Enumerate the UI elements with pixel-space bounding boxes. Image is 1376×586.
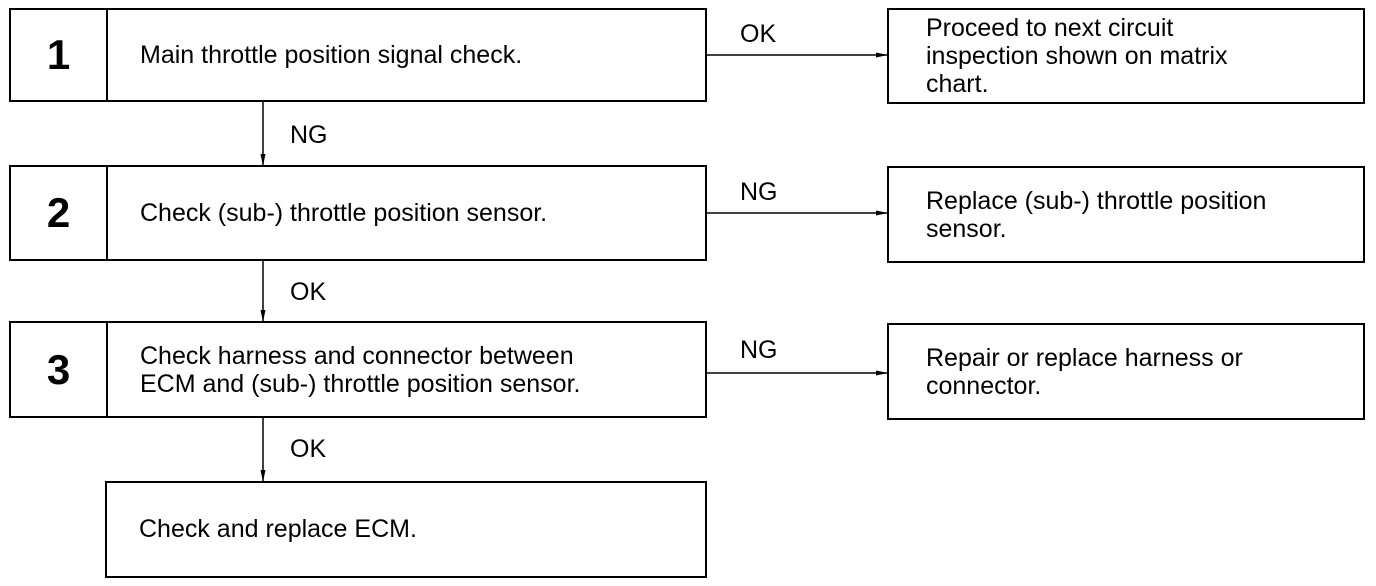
result-3-box: Repair or replace harness or connector. [887, 323, 1365, 420]
step-3-text-line: ECM and (sub-) throttle position sensor. [140, 369, 581, 398]
result-3-line: connector. [926, 371, 1042, 400]
branch-label-step1-ok: OK [740, 20, 777, 48]
final-action-box: Check and replace ECM. [105, 481, 707, 578]
step-1-number: 1 [11, 10, 108, 100]
result-1-box: Proceed to next circuit inspection shown… [887, 8, 1365, 104]
step-3-box: 3 Check harness and connector between EC… [9, 321, 707, 418]
result-1-line: inspection shown on matrix [926, 42, 1228, 70]
result-2-box: Replace (sub-) throttle position sensor. [887, 166, 1365, 263]
step-1-box: 1 Main throttle position signal check. [9, 8, 707, 102]
branch-label-step1-ng: NG [290, 121, 328, 149]
branch-label-step2-ok: OK [290, 278, 327, 306]
step-3-text: Check harness and connector between ECM … [108, 323, 705, 416]
branch-label-step2-ng: NG [740, 178, 778, 206]
result-2-line: Replace (sub-) throttle position [926, 186, 1267, 215]
final-action-text: Check and replace ECM. [139, 515, 417, 543]
result-1-line: chart. [926, 70, 989, 98]
result-1-line: Proceed to next circuit [926, 14, 1174, 42]
branch-label-step3-ng: NG [740, 336, 778, 364]
result-2-line: sensor. [926, 214, 1007, 243]
step-2-text: Check (sub-) throttle position sensor. [140, 199, 548, 227]
branch-label-step3-ok: OK [290, 435, 327, 463]
result-3-line: Repair or replace harness or [926, 343, 1243, 372]
step-3-number: 3 [11, 323, 108, 416]
step-3-text-line: Check harness and connector between [140, 341, 574, 370]
step-2-box: 2 Check (sub-) throttle position sensor. [9, 165, 707, 261]
step-2-number: 2 [11, 167, 108, 259]
step-1-text: Main throttle position signal check. [140, 41, 523, 69]
